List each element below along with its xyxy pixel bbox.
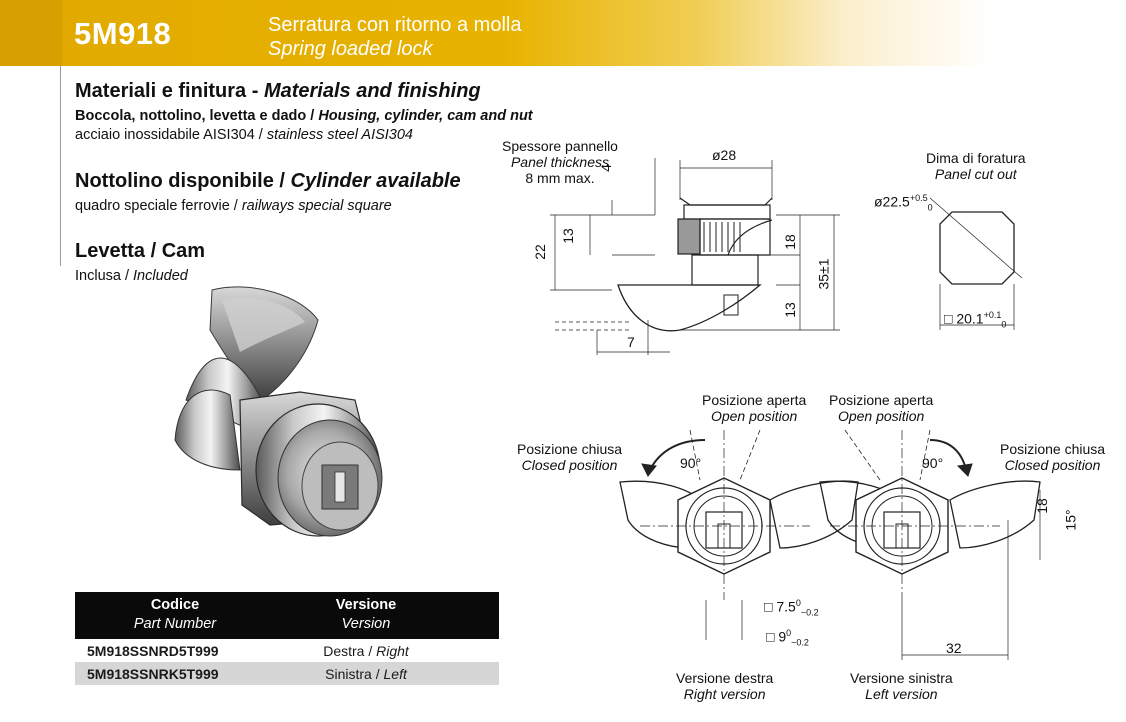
dim-7: 7 [627, 334, 635, 350]
dim-15deg: 15° [1062, 509, 1079, 531]
dim-13a: 13 [559, 228, 576, 244]
lock-3d-render [174, 286, 383, 537]
left-divider [60, 66, 61, 266]
cutout-drawing [929, 197, 1023, 330]
dim-4: 4 [597, 164, 614, 172]
row-code: 5M918SSNRD5T999 [87, 643, 219, 659]
dim-35: 35±1 [815, 258, 832, 290]
angle-90-left: 90° [922, 455, 944, 471]
product-title-en: Spring loaded lock [268, 38, 433, 60]
dim-32: 32 [946, 640, 962, 656]
right-version-view [619, 429, 859, 640]
dim-sq7-5: □ 7.50−0.2 [764, 598, 819, 618]
table-row: 5M918SSNRD5T999 Destra / Right [75, 639, 499, 662]
dim-22: 22 [531, 244, 548, 260]
header-tab [0, 0, 62, 66]
dim-d22-5: ø22.5+0.50 [874, 193, 933, 213]
dim-d28: ø28 [712, 147, 737, 163]
dim-18b: 18 [1033, 498, 1050, 514]
materials-parts: Boccola, nottolino, levetta e dado / Hou… [75, 108, 533, 124]
cam-desc: Inclusa / Included [75, 268, 188, 284]
row-version: Sinistra / Left [325, 666, 407, 682]
product-title-it: Serratura con ritorno a molla [268, 14, 522, 36]
cylinder-heading: Nottolino disponibile / Cylinder availab… [75, 170, 461, 192]
cylinder-desc: quadro speciale ferrovie / railways spec… [75, 198, 392, 214]
cam-heading: Levetta / Cam [75, 240, 206, 262]
dim-18: 18 [781, 234, 798, 250]
left-version-view [819, 429, 1041, 660]
table-row: 5M918SSNRK5T999 Sinistra / Left [75, 662, 499, 685]
angle-90-right: 90° [680, 455, 702, 471]
row-version: Destra / Right [323, 643, 409, 659]
dim-sq9: □ 90−0.2 [766, 628, 809, 648]
dim-13b: 13 [781, 302, 798, 318]
side-view-drawing [550, 158, 840, 355]
header-bar: 5M918 Serratura con ritorno a molla Spri… [0, 0, 1126, 66]
materials-heading: Materiali e finitura - Materials and fin… [75, 80, 481, 102]
materials-material: acciaio inossidabile AISI304 / stainless… [75, 127, 413, 143]
dim-sq20-1: □ 20.1+0.10 [944, 310, 1007, 330]
product-code: 5M918 [74, 16, 172, 51]
row-code: 5M918SSNRK5T999 [87, 666, 219, 682]
